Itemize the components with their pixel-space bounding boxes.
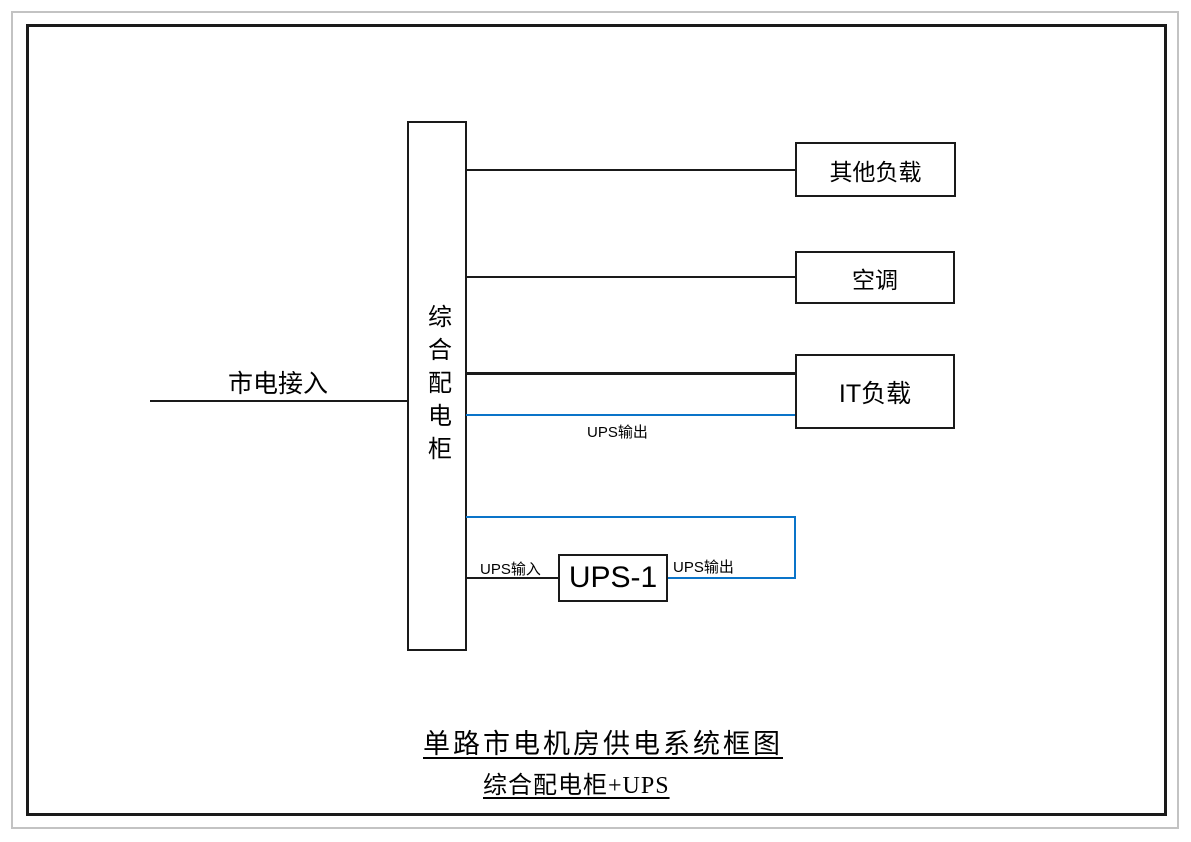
other-load-label: 其他负载 — [829, 158, 922, 185]
ups-output-return-line-bottom — [666, 577, 796, 579]
distribution-cabinet-label: 综合配电柜 — [423, 303, 451, 469]
outer-border-frame — [11, 11, 1179, 829]
air-conditioning-box: 空调 — [795, 251, 955, 304]
feeder-line-air-conditioning — [466, 276, 795, 278]
ups-output-line-to-it-load — [466, 414, 795, 416]
ups-output-return-line-top — [466, 516, 796, 518]
ups-output-loop-label: UPS输出 — [673, 559, 734, 576]
air-conditioning-label: 空调 — [852, 266, 898, 293]
other-load-box: 其他负载 — [795, 142, 956, 197]
mains-input-line — [150, 400, 407, 402]
ups-output-to-it-label: UPS输出 — [587, 424, 648, 441]
mains-input-label: 市电接入 — [228, 370, 329, 398]
feeder-line-it-load — [466, 372, 795, 375]
inner-border-frame — [26, 24, 1167, 816]
distribution-cabinet-box: 综合配电柜 — [407, 121, 467, 651]
diagram-title: 单路市电机房供电系统框图 — [423, 729, 783, 759]
ups-input-label: UPS输入 — [480, 561, 541, 578]
it-load-box: IT负载 — [795, 354, 955, 429]
ups-1-box: UPS-1 — [558, 554, 668, 602]
ups-input-line — [466, 577, 558, 579]
it-load-label: IT负载 — [838, 379, 912, 408]
ups-output-return-line-right — [794, 516, 796, 579]
feeder-line-other-load — [466, 169, 795, 171]
diagram-subtitle: 综合配电柜+UPS — [483, 773, 670, 799]
ups-1-label: UPS-1 — [568, 561, 658, 594]
